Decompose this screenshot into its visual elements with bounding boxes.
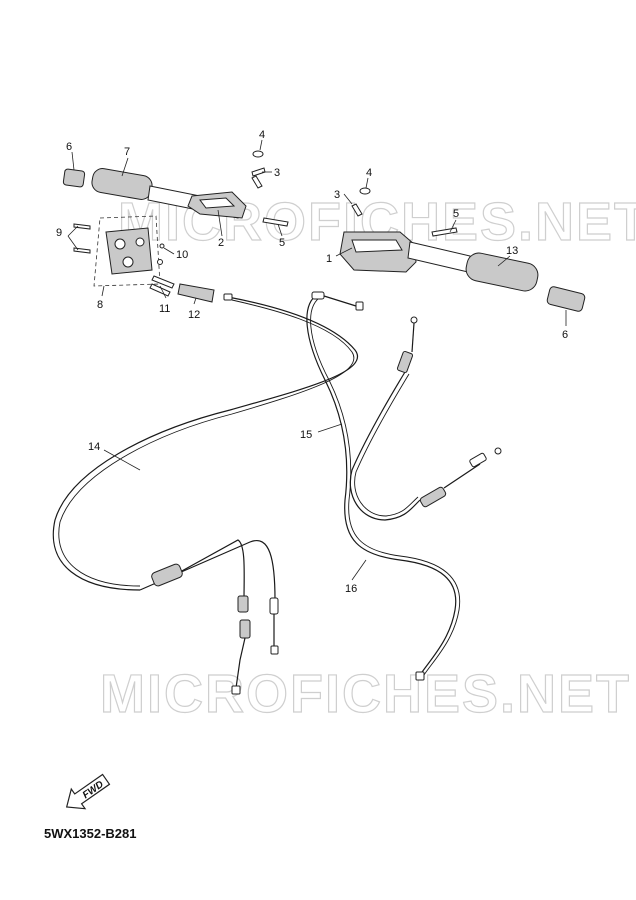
callout-4-left: 4	[259, 129, 265, 141]
callout-13: 13	[506, 245, 518, 257]
cable-15	[306, 293, 461, 676]
callout-3-right: 3	[334, 189, 340, 201]
callout-12: 12	[188, 309, 200, 321]
callout-11: 11	[159, 303, 170, 315]
leader-lines	[67, 139, 567, 581]
callout-2: 2	[218, 237, 224, 249]
fwd-arrow-icon: FWD	[65, 773, 111, 810]
callouts: 6 7 4 3 2 5 9 10 8 11 12 4 3 5 1 13 6 14…	[56, 129, 568, 595]
cable-junction	[139, 291, 502, 695]
diagram-code: 5WX1352-B281	[44, 826, 137, 841]
callout-7: 7	[124, 146, 130, 158]
callout-14: 14	[88, 441, 100, 453]
callout-5-right: 5	[453, 208, 459, 220]
callout-1: 1	[326, 253, 332, 265]
callout-10: 10	[176, 249, 188, 261]
cable-14	[52, 296, 358, 591]
cable-16	[349, 371, 421, 521]
callout-9: 9	[56, 227, 62, 239]
callout-16: 16	[345, 583, 357, 595]
callout-5-left: 5	[279, 237, 285, 249]
callout-4-right: 4	[366, 167, 372, 179]
watermark-bottom: MICROFICHES.NET	[100, 664, 631, 724]
callout-6-left: 6	[66, 141, 72, 153]
callout-15: 15	[300, 429, 312, 441]
switch-unit-8	[73, 215, 215, 303]
callout-8: 8	[97, 299, 103, 311]
right-handlebar-assembly	[339, 187, 586, 312]
callout-3-left: 3	[274, 167, 280, 179]
callout-6-right: 6	[562, 329, 568, 341]
